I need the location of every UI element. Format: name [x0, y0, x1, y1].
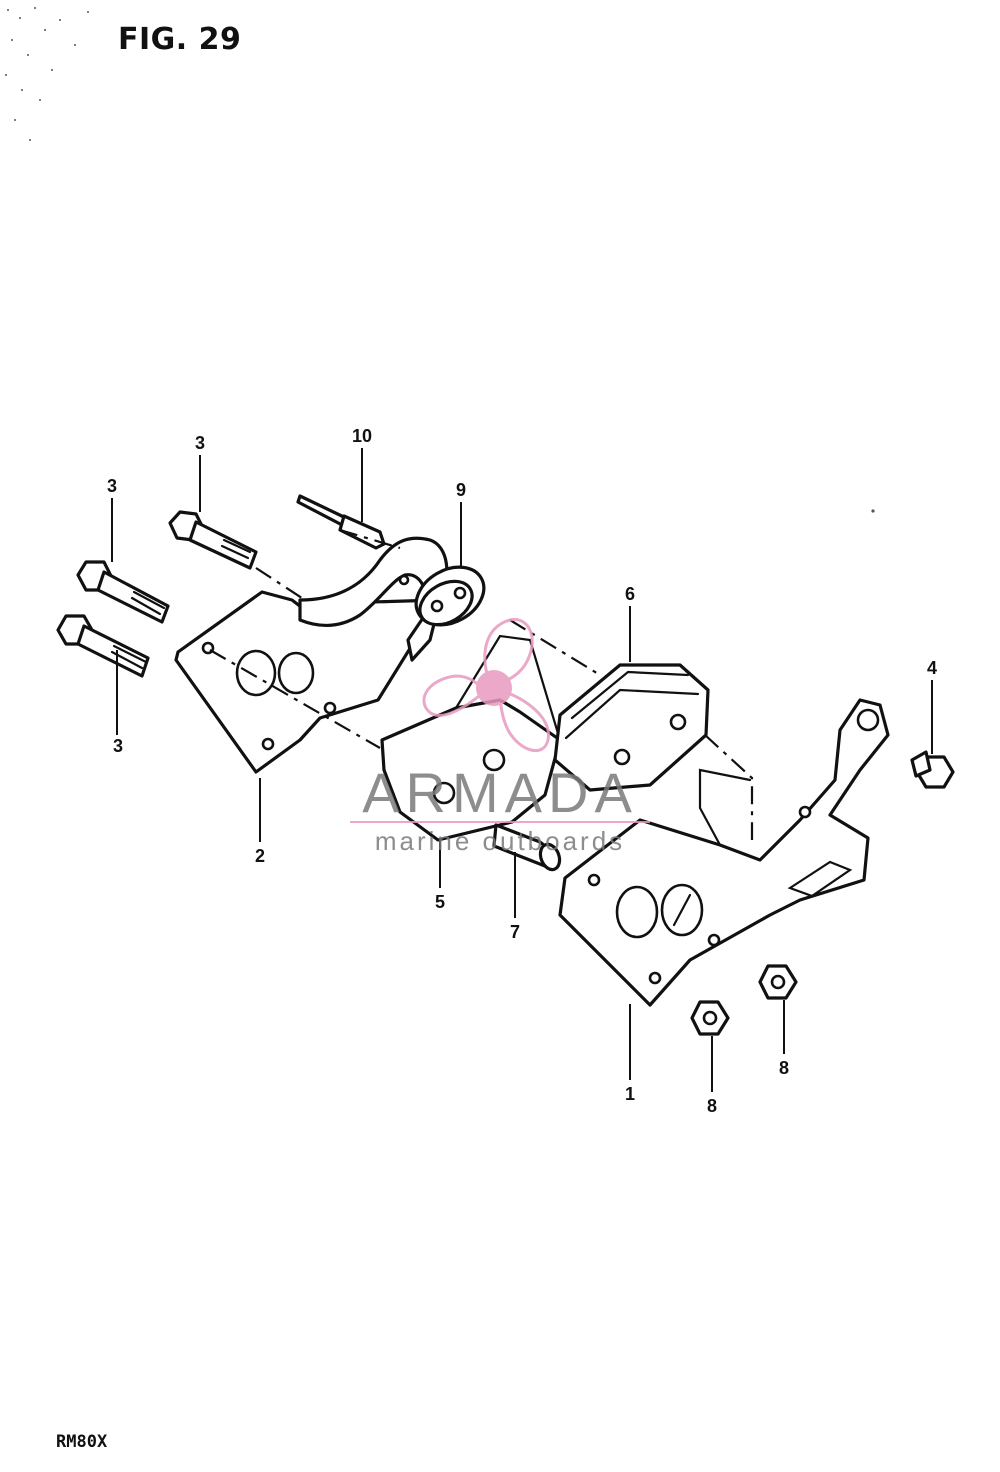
callout-6: 6 — [625, 584, 635, 604]
figure-title: FIG. 29 — [118, 22, 242, 57]
callout-1: 1 — [625, 1084, 635, 1104]
part-1-plate — [558, 698, 890, 1007]
callout-8-right: 8 — [779, 1058, 789, 1078]
part-3-bolt-upper — [168, 510, 258, 570]
propeller-logo-icon — [422, 618, 550, 752]
part-8-nut-left — [690, 1000, 730, 1036]
callout-3-middle: 3 — [107, 476, 117, 496]
callout-3-lower: 3 — [113, 736, 123, 756]
watermark: ARMADA marine outboards — [350, 618, 650, 856]
scan-noise — [5, 7, 875, 513]
callout-leaders — [111, 448, 933, 1092]
callout-10: 10 — [352, 426, 372, 446]
part-9-grommet — [414, 565, 486, 627]
part-4-bolt — [910, 750, 955, 789]
part-2-plate — [174, 590, 442, 774]
part-3-bolt-middle — [76, 560, 170, 624]
callout-9: 9 — [456, 480, 466, 500]
watermark-tagline: marine outboards — [375, 826, 625, 856]
part-3-bolt-lower — [56, 614, 150, 678]
callout-7: 7 — [510, 922, 520, 942]
model-code: RM80X — [56, 1432, 108, 1452]
watermark-brand: ARMADA — [362, 761, 638, 824]
part-2-upper-arm — [298, 536, 449, 662]
callout-labels: 3 3 3 10 9 6 4 2 5 7 1 8 8 — [107, 426, 937, 1116]
assembly-lines — [209, 528, 754, 840]
callout-5: 5 — [435, 892, 445, 912]
part-8-nut-right — [758, 964, 798, 1000]
part-10-rivet — [296, 494, 386, 550]
callout-8-left: 8 — [707, 1096, 717, 1116]
callout-3-upper: 3 — [195, 433, 205, 453]
callout-2: 2 — [255, 846, 265, 866]
callout-4: 4 — [927, 658, 937, 678]
part-7-collar — [492, 823, 562, 872]
